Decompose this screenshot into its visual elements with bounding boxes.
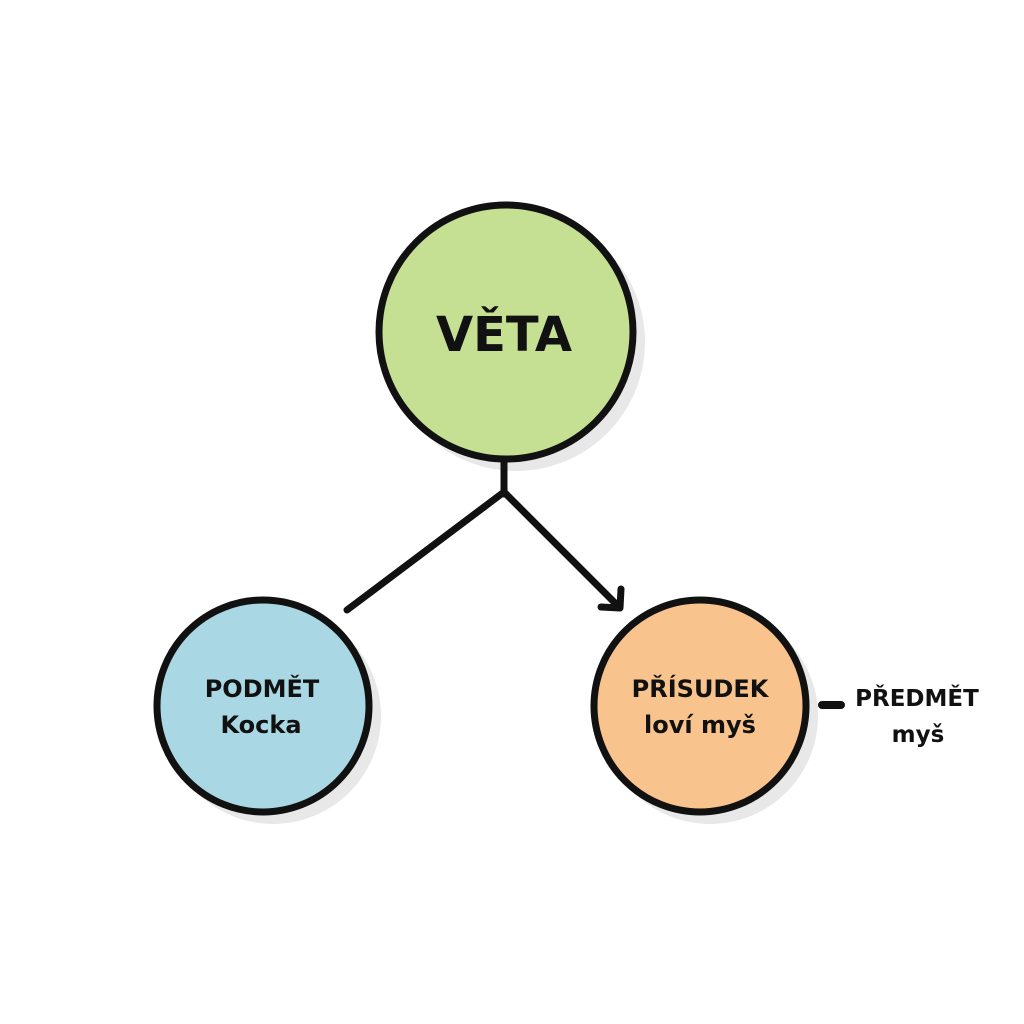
predicate-node-fill xyxy=(594,600,806,812)
object-title: PŘEDMĚT xyxy=(855,684,979,712)
subject-node-outline xyxy=(153,596,373,816)
root-node-fill xyxy=(379,205,633,459)
subject-node-title: PODMĚT xyxy=(205,674,320,703)
connectors xyxy=(343,457,845,709)
predicate-node-title: PŘÍSUDEK xyxy=(632,674,770,703)
predicate-node-outline xyxy=(590,596,810,816)
subject-connector-line xyxy=(343,488,508,614)
object-value: myš xyxy=(892,722,945,748)
subject-node-fill xyxy=(157,600,369,812)
root-node-label: VĚTA xyxy=(436,306,572,363)
subject-node: PODMĚT Kocka xyxy=(153,596,373,816)
predicate-node: PŘÍSUDEK loví myš xyxy=(590,596,810,816)
predicate-node-value: loví myš xyxy=(644,711,756,739)
root-node: VĚTA xyxy=(375,201,637,463)
predicate-connector-line xyxy=(500,488,622,610)
subject-node-value: Kocka xyxy=(220,711,301,739)
arrowhead-icon xyxy=(597,585,625,612)
object-annotation: PŘEDMĚT myš xyxy=(855,684,979,748)
root-node-outline xyxy=(375,201,637,463)
